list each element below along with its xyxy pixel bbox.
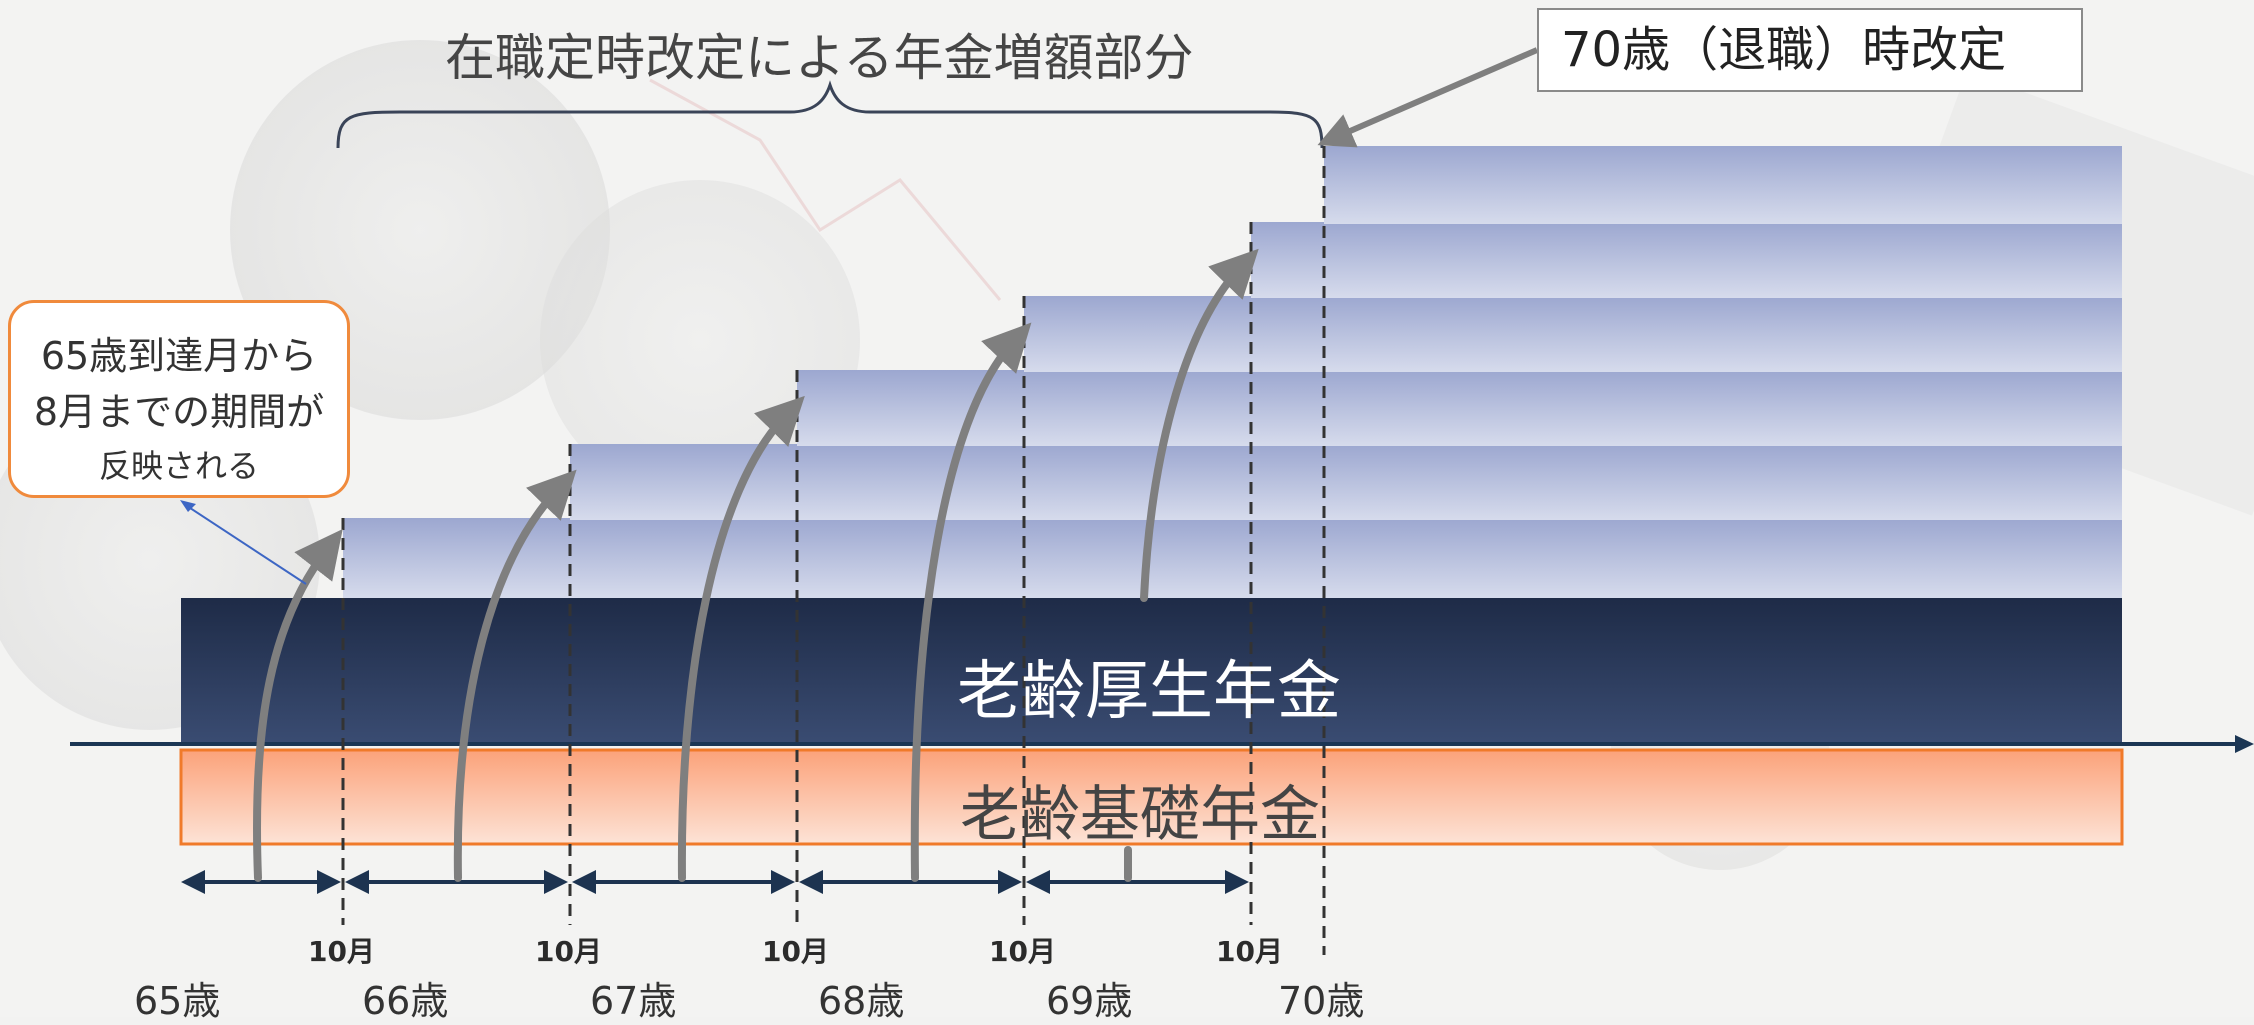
diagram-title: 在職定時改定による年金増額部分 <box>445 29 1194 87</box>
month-label: 10月 <box>989 935 1056 968</box>
kosei-label: 老齢厚生年金 <box>957 655 1341 729</box>
callout-line1: 65歳到達月から <box>40 334 318 378</box>
kosei-bar <box>181 598 2122 744</box>
callout-reflection-period: 65歳到達月から 8月までの期間が 反映される <box>8 300 350 498</box>
month-dividers <box>341 146 1326 955</box>
age-label: 68歳 <box>818 979 905 1023</box>
age-label: 67歳 <box>590 979 677 1023</box>
callout-line2: 8月までの期間が <box>33 390 325 434</box>
month-label: 10月 <box>1216 935 1283 968</box>
kiso-bar <box>179 748 2124 846</box>
kiso-label: 老齢基礎年金 <box>960 780 1320 850</box>
age-label: 70歳 <box>1278 979 1365 1023</box>
month-label: 10月 <box>762 935 829 968</box>
callout-right-pointer <box>1317 47 1539 148</box>
age-label: 66歳 <box>362 979 449 1023</box>
reflect-arrows <box>252 248 1259 882</box>
callout-line3: 反映される <box>98 447 259 485</box>
callout-retire-revision: 70歳（退職）時改定 <box>1537 8 2083 92</box>
callout-left-pointer <box>183 503 307 585</box>
age-label: 69歳 <box>1046 979 1133 1023</box>
increase-steps <box>343 146 2122 598</box>
month-label: 10月 <box>308 935 375 968</box>
brace <box>336 80 1324 149</box>
age-label: 65歳 <box>134 979 221 1023</box>
month-label: 10月 <box>535 935 602 968</box>
